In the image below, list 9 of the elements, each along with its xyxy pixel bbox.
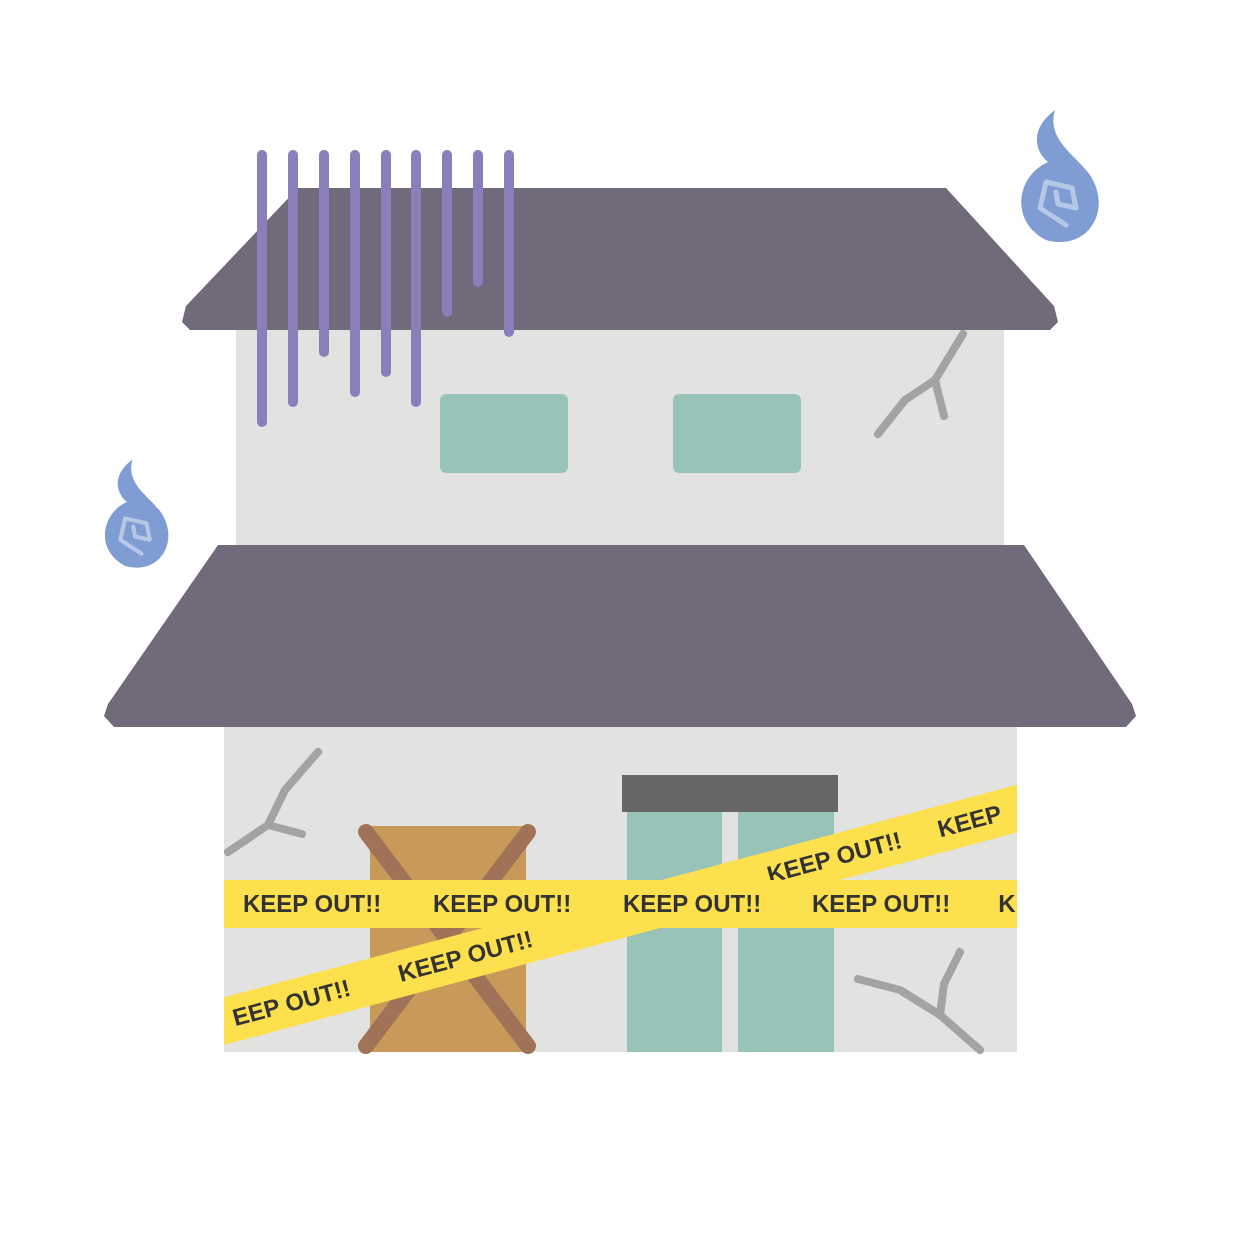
tape-text: EEP OUT!! <box>230 975 354 1031</box>
tape-text: KEEP OUT!! <box>764 828 905 887</box>
tape-text: KEEP OUT!! <box>622 892 762 916</box>
tape-text: K <box>998 892 1016 916</box>
tape-text: KEEP <box>935 801 1005 842</box>
tape-text: KEEP OUT!! <box>395 926 536 986</box>
tape-text: KEEP OUT!! <box>432 892 572 916</box>
tape-text: KEEP OUT!! <box>811 892 951 916</box>
tape-text: KEEP OUT!! <box>242 892 382 916</box>
